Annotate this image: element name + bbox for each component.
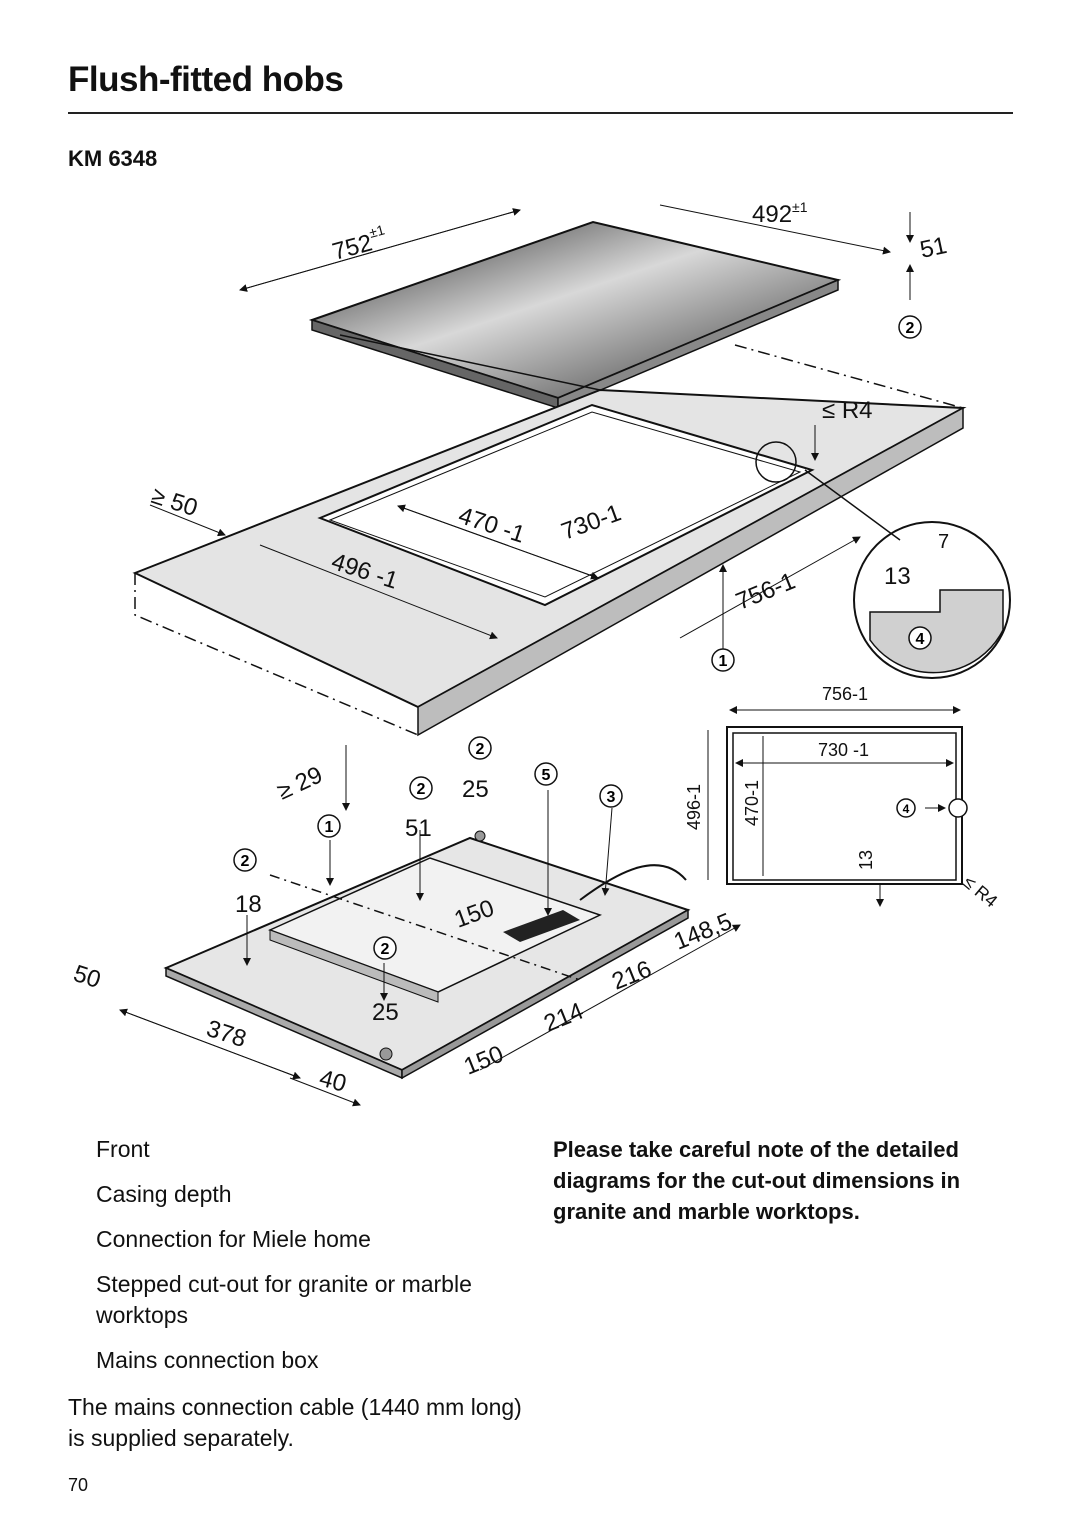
top-inner-depth-label: 470-1	[742, 780, 762, 826]
marker-2: 2	[409, 776, 433, 800]
marker-4: 4	[908, 626, 932, 650]
svg-text:5: 5	[542, 767, 551, 784]
model-number: KM 6348	[68, 146, 158, 171]
warning-note: Please take careful note of the detailed…	[553, 1137, 961, 1224]
title-divider	[68, 112, 1013, 114]
hob-height-label: 51	[918, 232, 950, 264]
dimension-lines	[119, 204, 946, 1107]
marker-5: 5	[534, 762, 558, 786]
detail-13-label: 13	[884, 563, 911, 590]
dim-150b-label: 150	[460, 1041, 507, 1081]
marker-3: 3	[599, 784, 623, 808]
marker-2: 2	[233, 848, 257, 872]
top-view	[707, 706, 968, 885]
cable-note: The mains connection cable (1440 mm long…	[68, 1394, 522, 1451]
worktop	[132, 344, 967, 737]
svg-text:2: 2	[241, 853, 250, 870]
dim-25b-label: 25	[372, 999, 399, 1026]
dim-25a-label: 25	[462, 776, 489, 803]
dim-40-label: 40	[316, 1065, 349, 1098]
radius-label: ≤ R4	[822, 397, 873, 424]
detail-7-label: 7	[938, 531, 949, 553]
dim-50-label: 50	[70, 960, 104, 994]
top-inner-width-label: 730 -1	[818, 740, 869, 760]
top-outer-width-label: 756-1	[822, 684, 868, 704]
dim-51-label: 51	[405, 815, 432, 842]
dim-378-label: 378	[203, 1015, 249, 1053]
min-edge-label: ≥ 50	[148, 482, 201, 522]
dim-214-label: 214	[540, 998, 587, 1038]
installation-diagram: 752±1 492±1 51 ≥ 50 470 -1 730-1 496 -1 …	[70, 199, 1011, 1107]
page-title: Flush-fitted hobs	[68, 60, 344, 99]
legend: Front Casing depth Connection for Miele …	[96, 1134, 536, 1390]
marker-1: 1	[317, 814, 341, 838]
top-outer-depth-label: 496-1	[684, 784, 704, 830]
marker-2: 2	[373, 936, 397, 960]
svg-text:2: 2	[381, 941, 390, 958]
hob-glass	[308, 220, 842, 410]
svg-text:2: 2	[476, 741, 485, 758]
svg-text:4: 4	[916, 631, 925, 648]
svg-text:2: 2	[906, 320, 915, 337]
page-number: 70	[68, 1475, 89, 1495]
marker-4: 4	[896, 798, 916, 818]
legend-item-stepped-cutout: Stepped cut-out for granite or marble wo…	[96, 1271, 472, 1328]
hob-depth-label: 492±1	[752, 199, 808, 228]
dim-216-label: 216	[608, 956, 655, 996]
marker-2: 2	[898, 315, 922, 339]
top-radius-label: ≤ R4	[959, 872, 1001, 912]
step-detail	[804, 469, 1011, 679]
top-13-label: 13	[856, 850, 876, 870]
legend-item-casing-depth: Casing depth	[96, 1181, 232, 1207]
hob-housing	[163, 830, 691, 1080]
svg-text:1: 1	[719, 653, 728, 670]
svg-text:3: 3	[607, 789, 616, 806]
dim-18-label: 18	[235, 891, 262, 918]
cutout-outer-width-label: 756-1	[732, 568, 799, 616]
reference-markers: 2 4 1 2 5 2 3 1 2 2 4	[233, 315, 932, 960]
min-thickness-label: ≥ 29	[273, 761, 327, 805]
marker-2: 2	[468, 736, 492, 760]
hob-width-label: 752±1	[329, 221, 391, 265]
legend-item-connection: Connection for Miele home	[96, 1226, 371, 1252]
svg-text:2: 2	[417, 781, 426, 798]
svg-text:1: 1	[325, 819, 334, 836]
legend-item-mains-box: Mains connection box	[96, 1347, 319, 1373]
svg-text:4: 4	[903, 802, 910, 816]
marker-1: 1	[711, 648, 735, 672]
legend-item-front: Front	[96, 1136, 150, 1162]
